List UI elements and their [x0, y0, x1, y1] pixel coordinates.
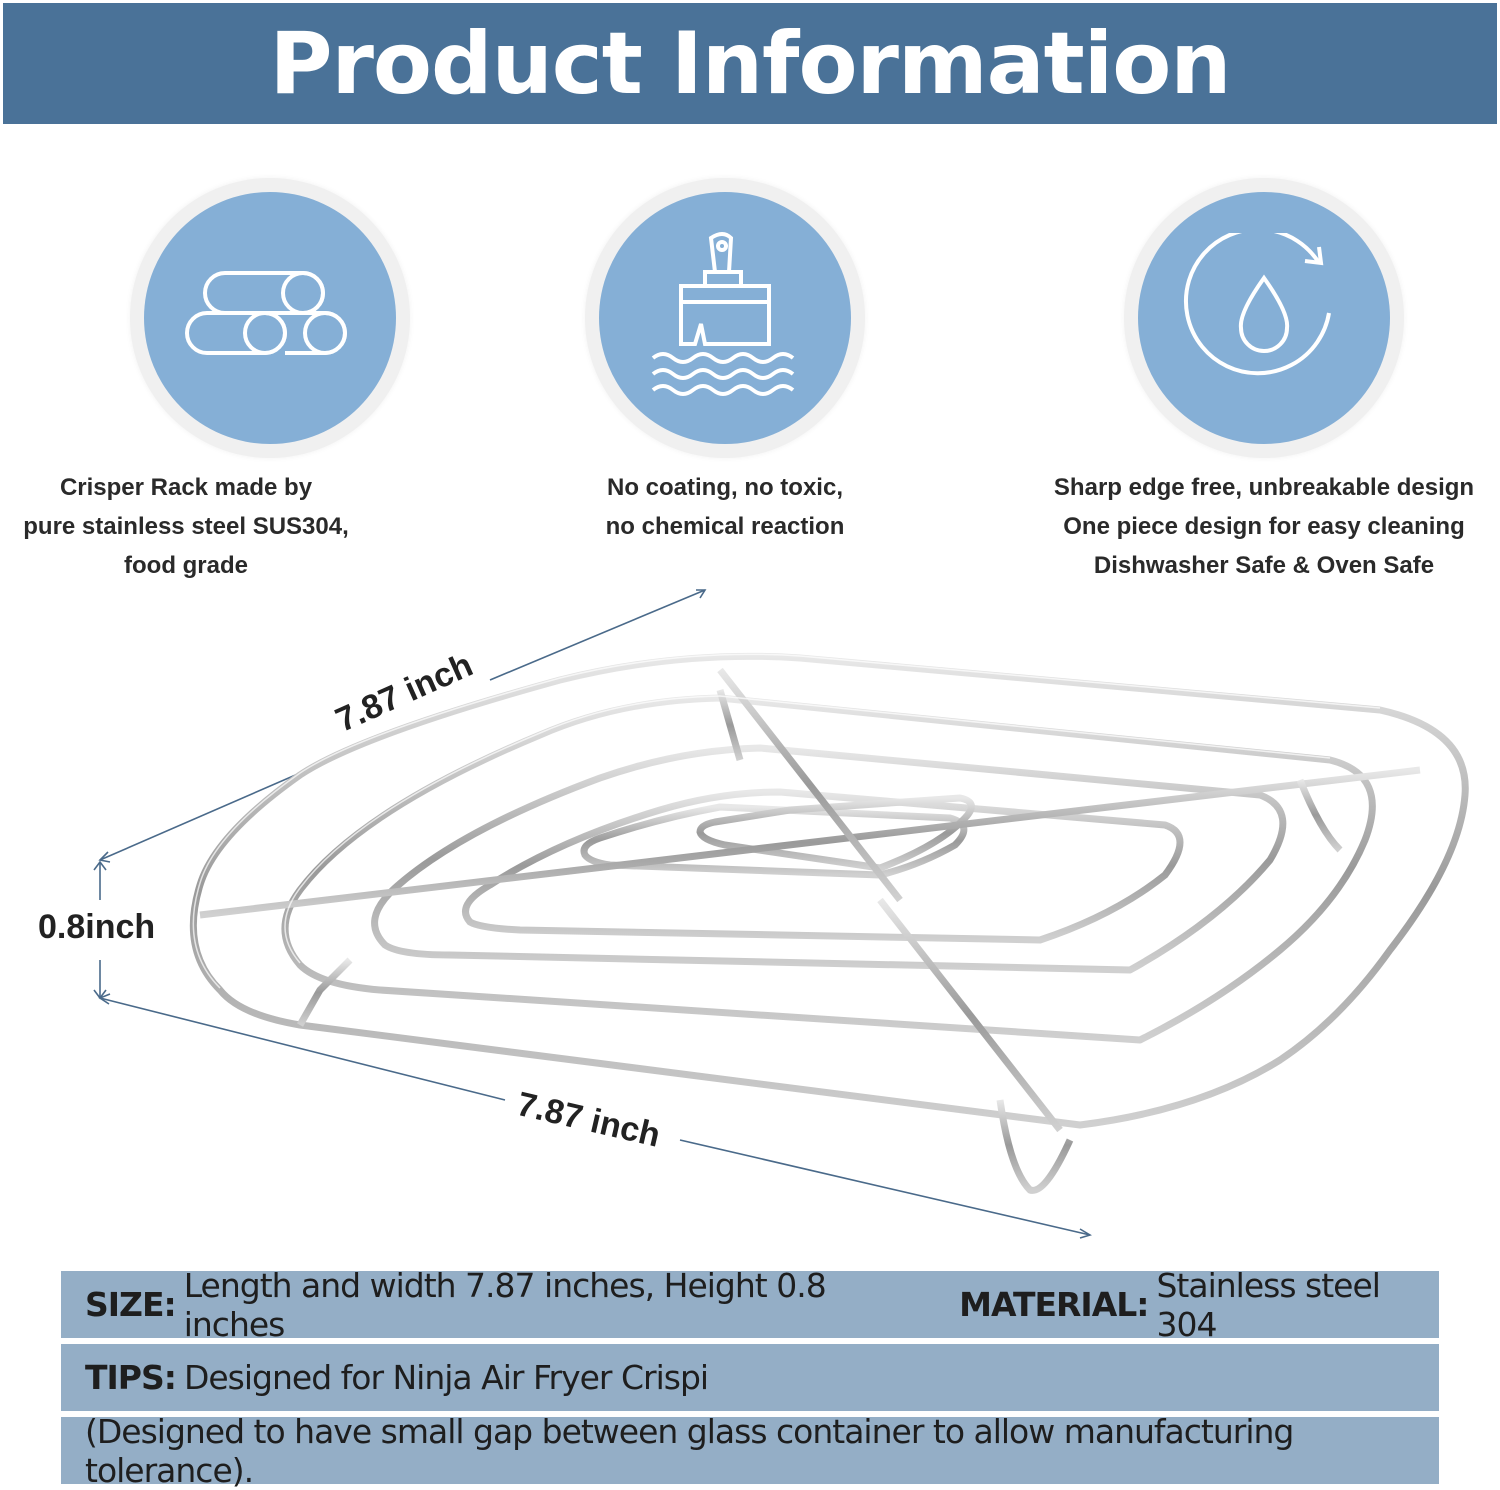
water-drop-cycle-icon [1184, 233, 1331, 376]
tips-value: Designed for Ninja Air Fryer Crispi [183, 1358, 709, 1397]
page-title: Product Information [269, 13, 1231, 114]
spec-row-note: (Designed to have small gap between glas… [61, 1412, 1439, 1490]
dimension-height-label: 0.8inch [38, 908, 156, 946]
feature-caption: Sharp edge free, unbreakable design One … [1053, 474, 1475, 579]
brush-water-icon [651, 232, 795, 396]
size-value: Length and width 7.87 inches, Height 0.8… [183, 1265, 827, 1344]
icon-badge [1124, 178, 1404, 458]
rack-illustration [93, 589, 1469, 1239]
steel-bars-icon [185, 271, 347, 355]
icon-badge [130, 178, 410, 458]
tolerance-note: (Designed to have small gap between glas… [85, 1411, 1294, 1490]
feature-caption: No coating, no toxic, no chemical reacti… [605, 474, 845, 540]
material-value: Stainless steel 304 [1156, 1265, 1380, 1344]
header-banner: Product Information [3, 3, 1497, 124]
icon-badge [585, 178, 865, 458]
rack-wire-highlights [192, 653, 1381, 989]
rack-wires [189, 652, 1469, 1194]
tips-key: TIPS: [85, 1358, 177, 1397]
spec-row-tips: TIPS: Designed for Ninja Air Fryer Crisp… [61, 1344, 1439, 1411]
spec-row-size-material: SIZE: Length and width 7.87 inches, Heig… [61, 1266, 1439, 1344]
material-key: MATERIAL: [959, 1285, 1149, 1324]
size-key: SIZE: [85, 1285, 177, 1324]
feature-caption: Crisper Rack made by pure stainless stee… [23, 474, 349, 579]
